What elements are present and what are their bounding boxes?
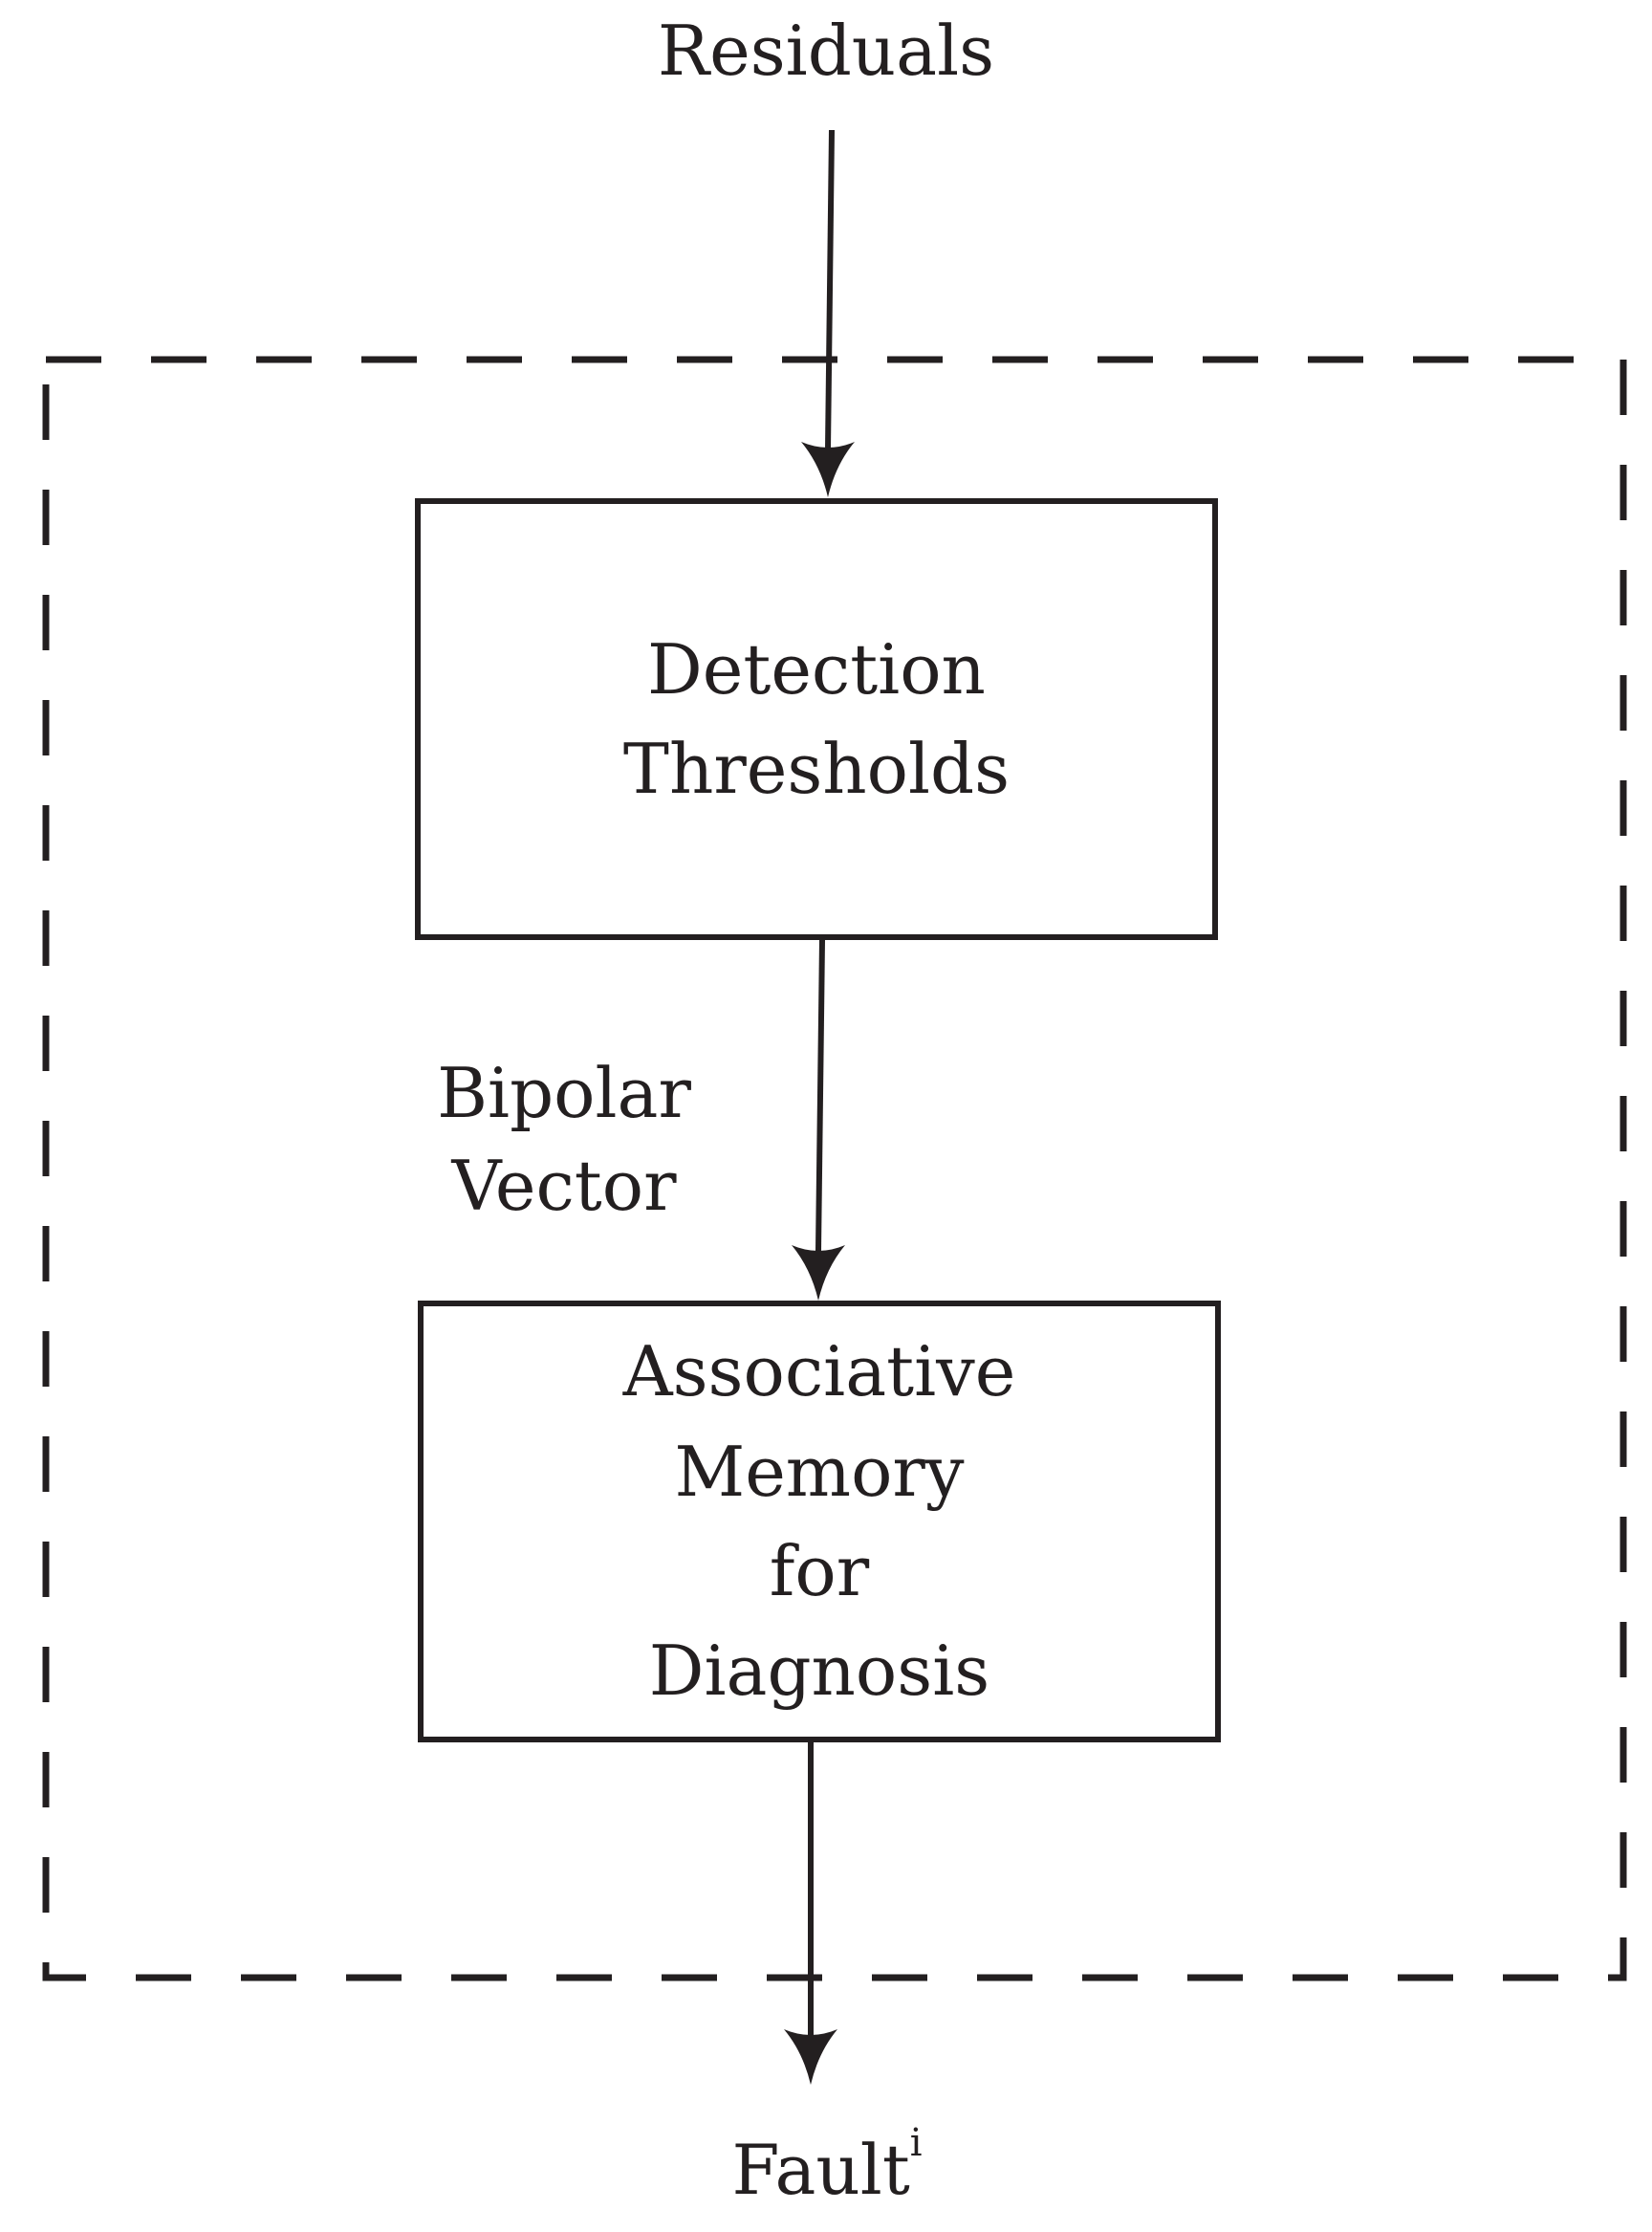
- fault-text: Fault: [731, 2130, 910, 2210]
- detection-line-1: Detection: [647, 628, 986, 710]
- edge-label-line-1: Bipolar: [437, 1053, 691, 1133]
- detection-thresholds-text: Detection Thresholds: [418, 501, 1215, 937]
- input-label-residuals: Residuals: [657, 11, 995, 91]
- memory-line-1: Associative: [622, 1331, 1016, 1412]
- output-arrowhead: [784, 2029, 837, 2085]
- input-arrowhead: [801, 442, 855, 497]
- detection-line-2: Thresholds: [622, 729, 1011, 809]
- edge-label-bipolar-vector: Bipolar Vector: [382, 1047, 746, 1233]
- output-label-fault: Faulti: [612, 2124, 1042, 2211]
- bipolar-vector-arrowhead: [792, 1245, 845, 1301]
- memory-line-2: Memory: [674, 1431, 965, 1512]
- edge-label-line-2: Vector: [451, 1146, 677, 1227]
- bipolar-vector-arrow-line: [815, 939, 825, 1252]
- memory-line-4: Diagnosis: [648, 1630, 990, 1712]
- fault-superscript: i: [909, 2121, 923, 2165]
- associative-memory-text: Associative Memory for Diagnosis: [421, 1303, 1218, 1740]
- detection-thresholds-block: [415, 498, 1218, 940]
- dashed-boundary: [42, 356, 1627, 1981]
- input-arrow-line: [825, 129, 835, 450]
- associative-memory-block: [418, 1301, 1221, 1742]
- memory-line-3: for: [769, 1531, 870, 1611]
